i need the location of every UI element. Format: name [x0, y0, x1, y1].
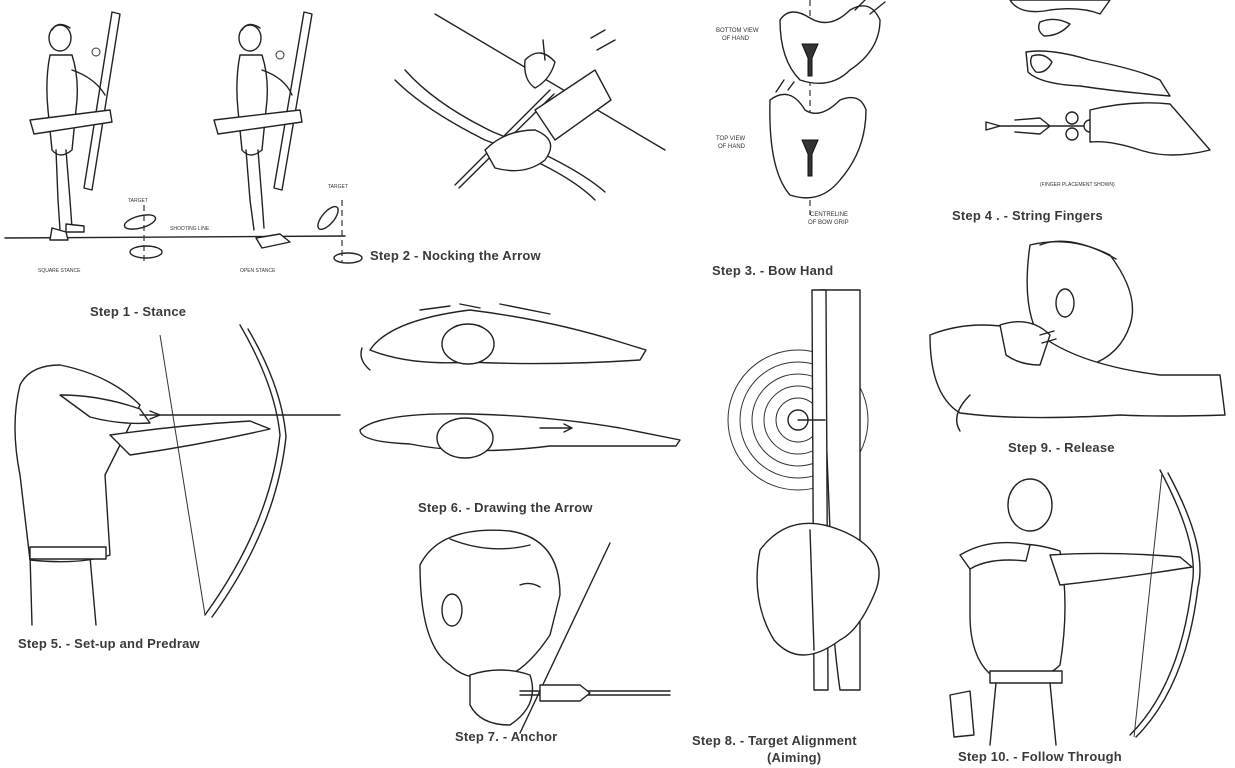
step5-predraw-illustration — [0, 325, 345, 625]
step1-square-stance-label: SQUARE STANCE — [38, 268, 80, 274]
step2-nocking-illustration — [365, 0, 675, 240]
step6-drawing-illustration — [350, 300, 690, 500]
step3-caption: Step 3. - Bow Hand — [712, 263, 833, 278]
step5-caption: Step 5. - Set-up and Predraw — [18, 636, 200, 651]
step7-panel: Step 7. - Anchor — [410, 525, 685, 768]
step10-panel: Step 10. - Follow Through — [930, 465, 1235, 768]
step7-caption: Step 7. - Anchor — [455, 729, 557, 744]
step9-release-illustration — [920, 235, 1235, 435]
step4-finger-note: (FINGER PLACEMENT SHOWN) — [1040, 182, 1115, 188]
step8-caption: Step 8. - Target Alignment — [692, 733, 857, 748]
step6-panel: Step 6. - Drawing the Arrow — [350, 300, 690, 525]
step2-caption: Step 2 - Nocking the Arrow — [370, 248, 541, 263]
archer-square-stance — [30, 12, 120, 240]
step3-top-view-label: TOP VIEW — [716, 136, 745, 142]
step7-anchor-illustration — [410, 525, 685, 740]
step9-caption: Step 9. - Release — [1008, 440, 1115, 455]
step1-shooting-line-label: Shooting Line — [170, 226, 209, 232]
step5-panel: Step 5. - Set-up and Predraw — [0, 325, 345, 655]
step3-bottom-view-label-2: OF HAND — [722, 36, 749, 42]
step3-panel: BOTTOM VIEW OF HAND TOP VIEW OF HAND CEN… — [680, 0, 925, 290]
step1-caption: Step 1 - Stance — [90, 304, 186, 319]
step1-target-right-label: Target — [328, 184, 348, 190]
step3-bow-hand-illustration — [680, 0, 925, 240]
step3-centreline-label-2: OF BOW GRIP — [808, 220, 849, 226]
step10-caption: Step 10. - Follow Through — [958, 749, 1122, 764]
step1-open-stance-label: OPEN STANCE — [240, 268, 275, 274]
step8-aiming-illustration — [690, 290, 915, 700]
step6-caption: Step 6. - Drawing the Arrow — [418, 500, 593, 515]
archer-open-stance — [214, 12, 312, 248]
step4-caption: Step 4 . - String Fingers — [952, 208, 1103, 223]
step10-follow-through-illustration — [930, 465, 1235, 745]
step3-top-view-label-2: OF HAND — [718, 144, 745, 150]
step2-panel: Step 2 - Nocking the Arrow — [365, 0, 675, 275]
step4-string-fingers-illustration — [940, 0, 1230, 200]
step3-centreline-label: CENTRELINE — [810, 212, 848, 218]
step3-bottom-view-label: BOTTOM VIEW — [716, 28, 759, 34]
step1-target-left-label: Target — [128, 198, 148, 204]
step4-panel: (FINGER PLACEMENT SHOWN) Step 4 . - Stri… — [940, 0, 1230, 235]
step8-panel: Step 8. - Target Alignment (Aiming) — [690, 290, 915, 768]
step1-stance-illustration — [0, 0, 360, 300]
step9-panel: Step 9. - Release — [920, 235, 1235, 465]
step1-panel: Target Target Shooting Line SQUARE STANC… — [0, 0, 360, 330]
step8-caption-line2: (Aiming) — [767, 750, 821, 765]
